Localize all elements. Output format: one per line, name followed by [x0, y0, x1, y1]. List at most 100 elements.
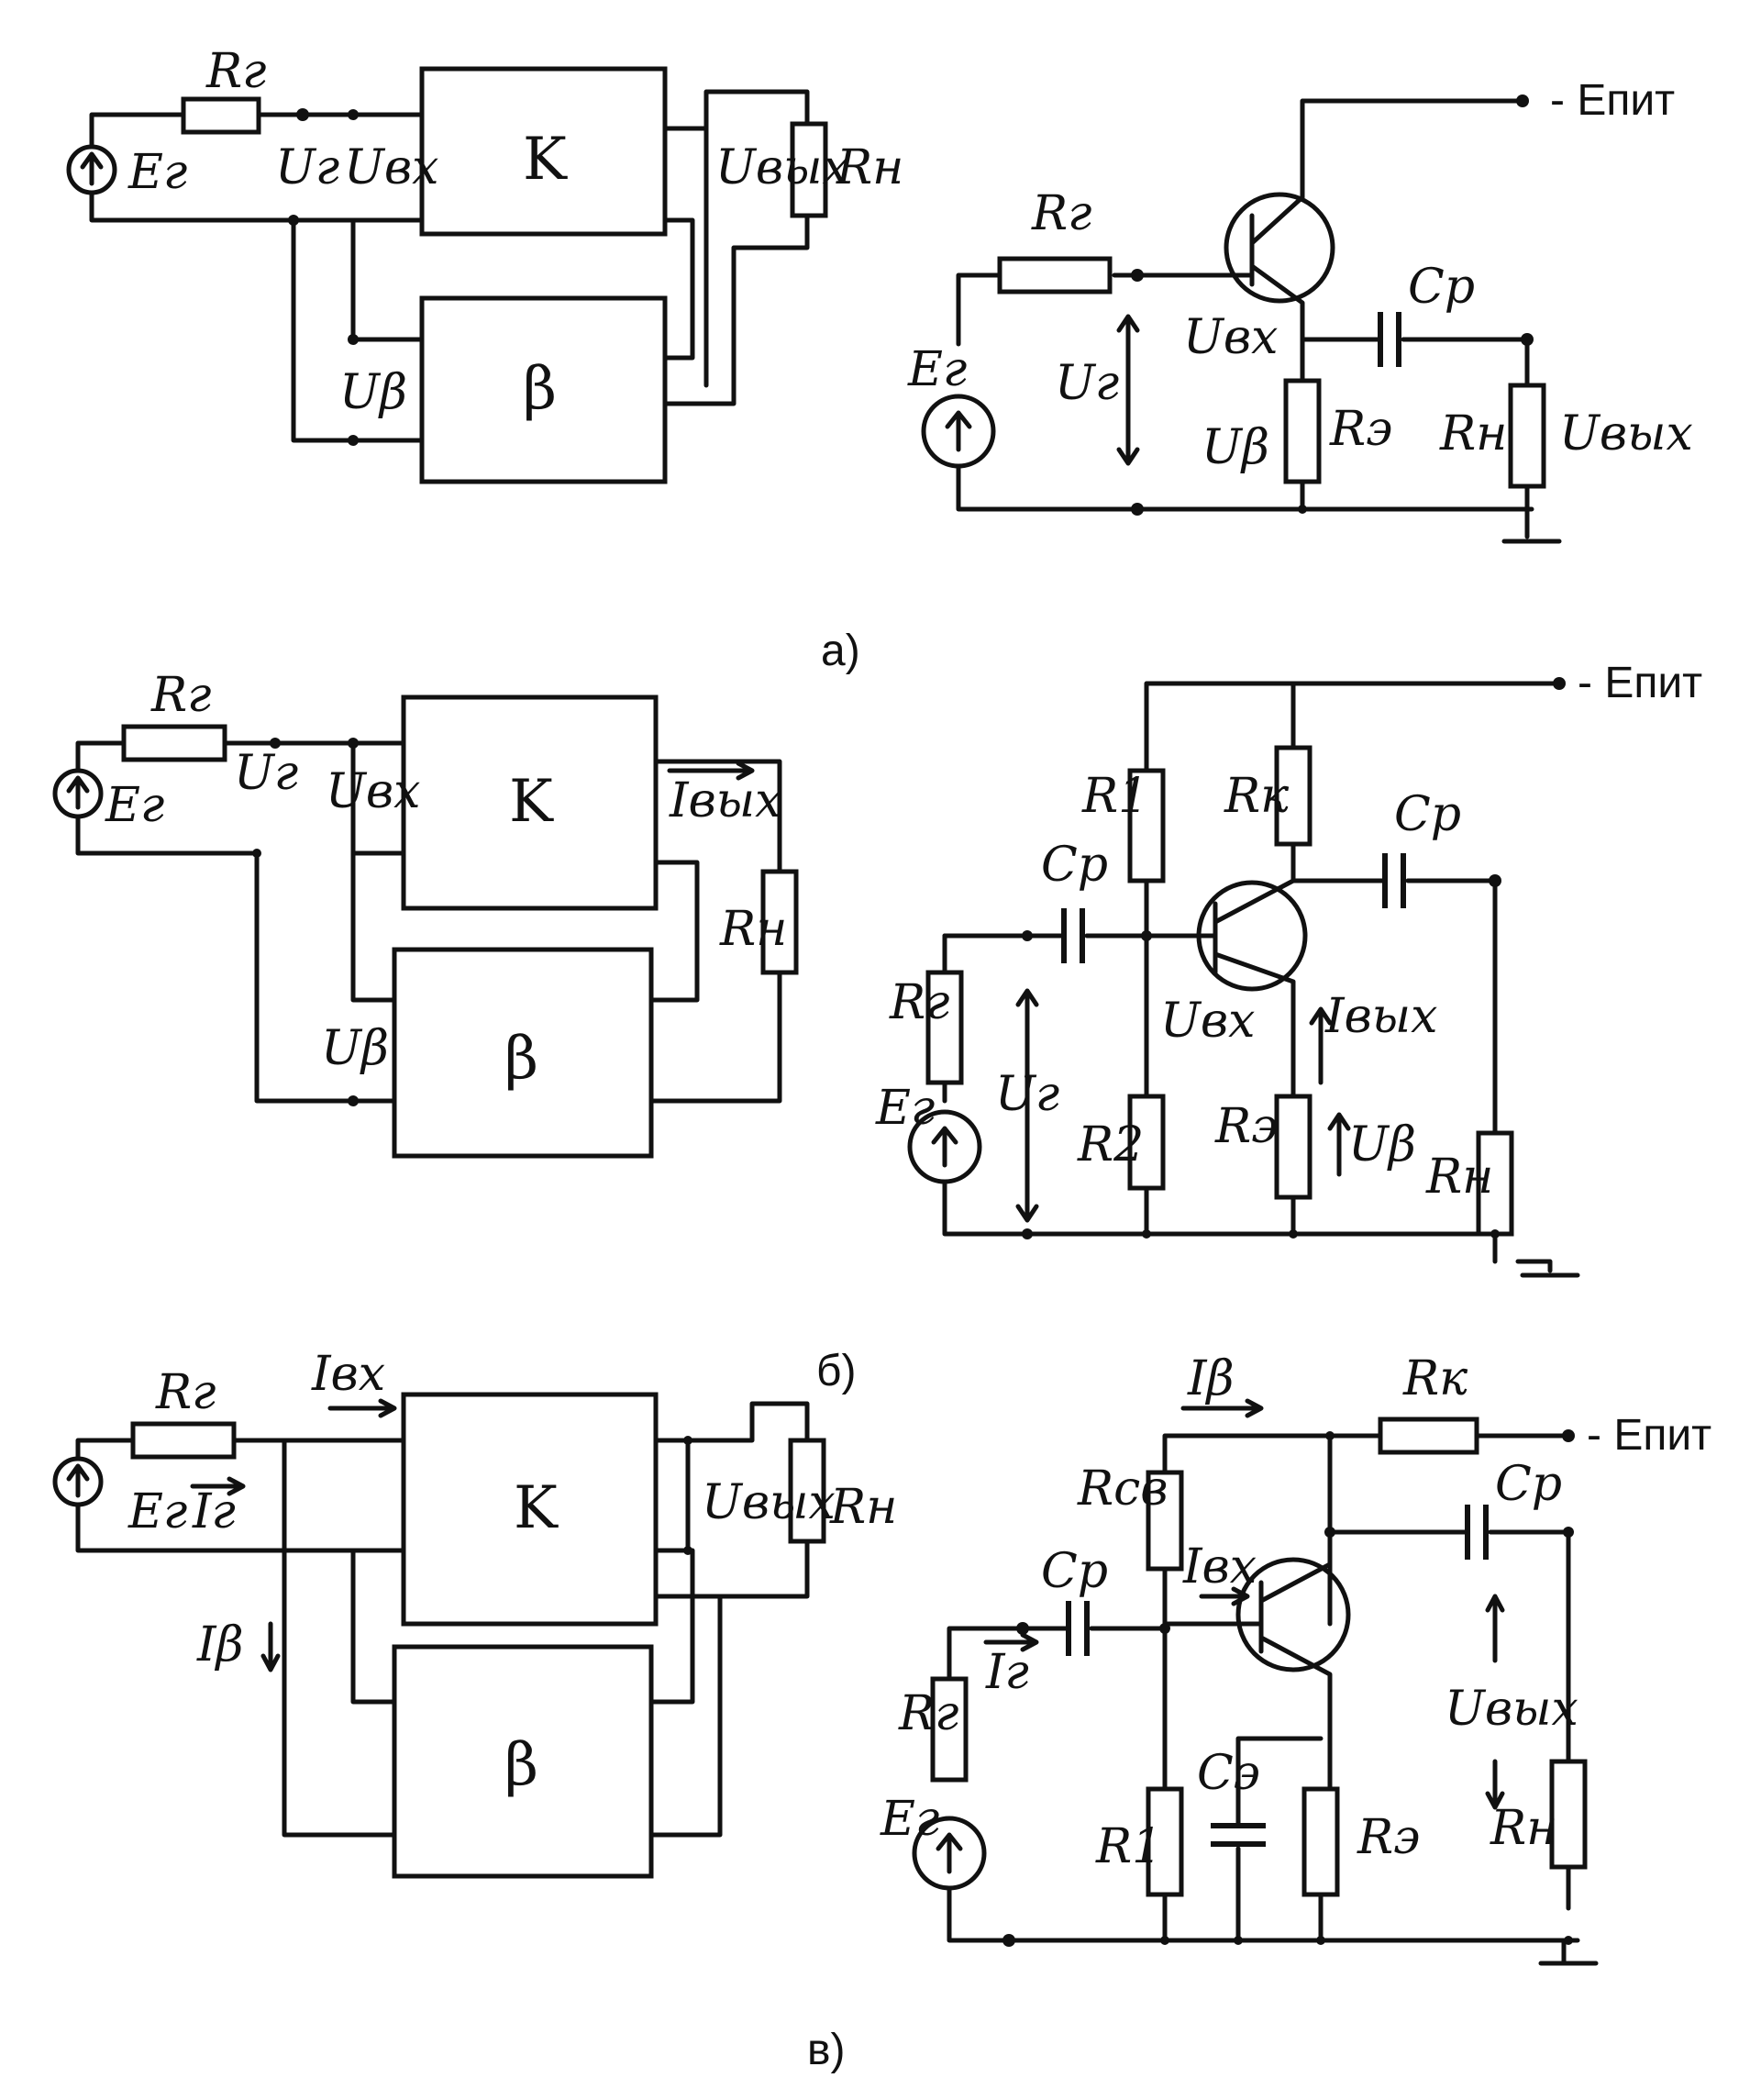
label-rg-a2: Rг	[1031, 186, 1091, 241]
label-epit-c: - Eпит	[1587, 1411, 1711, 1460]
label-ug-a2: Uг	[1055, 356, 1119, 411]
label-uvyx-c: Uвых	[702, 1475, 836, 1530]
label-ig-c2: Iг	[985, 1645, 1029, 1700]
label-re-c: Rэ	[1357, 1810, 1420, 1865]
resistor-rn-a	[790, 121, 828, 218]
label-beta-a: β	[523, 355, 557, 423]
label-re-b: Rэ	[1214, 1099, 1278, 1154]
label-r1-b: R1	[1081, 769, 1148, 824]
label-eg-b2: Eг	[875, 1081, 935, 1136]
resistor-rg-b	[121, 724, 227, 762]
label-uvx-a2: Uвх	[1183, 310, 1278, 365]
label-r2-b: R2	[1077, 1117, 1144, 1172]
block-beta-c	[392, 1644, 654, 1879]
label-beta-c: β	[504, 1731, 538, 1799]
label-ce-c: Cэ	[1197, 1746, 1260, 1801]
label-cp-b: Cр	[1041, 838, 1108, 893]
label-rsv-c: Rсв	[1077, 1461, 1169, 1517]
label-ub-b2: Uβ	[1348, 1117, 1416, 1172]
resistor-rg-a	[181, 96, 261, 135]
panel-a-block-diagram: Rг Eг Uг Uвх Uвых Rн Uβ K β	[66, 44, 903, 484]
label-ub-a: Uβ	[339, 365, 407, 420]
label-epit-a: - Eпит	[1550, 76, 1675, 125]
caption-v: в)	[807, 2026, 845, 2074]
label-ivx-c: Iвх	[311, 1347, 385, 1402]
label-rg-b2: Rг	[889, 975, 949, 1030]
resistor-rn-a-circuit	[1508, 383, 1546, 489]
resistor-re-a	[1283, 378, 1322, 484]
label-eg-b: Eг	[105, 778, 164, 833]
resistor-re-c	[1301, 1786, 1340, 1897]
transistor-a	[1224, 192, 1335, 304]
label-ub-a2: Uβ	[1202, 420, 1269, 475]
label-rg-b: Rг	[150, 668, 211, 723]
label-eg-a2: Eг	[907, 342, 967, 397]
resistor-rg-b-circuit	[925, 970, 964, 1085]
label-k-c: K	[514, 1474, 559, 1542]
block-k-b	[401, 694, 659, 911]
panel-c-circuit: - Eпит Iβ Rк Rсв Iвх Cр Cр Iг Rг Eг Uвых…	[880, 1351, 1711, 1966]
label-k-b: K	[509, 768, 554, 836]
label-k-a: K	[523, 126, 568, 194]
label-rn-b: Rн	[719, 902, 787, 957]
block-beta-a	[419, 295, 668, 484]
label-rg-a: Rг	[205, 44, 266, 99]
label-uvx-b2: Uвх	[1160, 994, 1255, 1049]
resistor-rn-c-circuit	[1549, 1759, 1588, 1870]
label-ivx-c2: Iвх	[1182, 1539, 1257, 1594]
label-ub-b: Uβ	[321, 1021, 389, 1076]
transistor-c	[1235, 1557, 1351, 1672]
resistor-re-b	[1274, 1094, 1312, 1200]
caption-a: а)	[821, 627, 860, 675]
label-eg-c2: Eг	[880, 1792, 939, 1847]
caption-b: б)	[816, 1347, 856, 1395]
resistor-rg-a-circuit	[997, 256, 1113, 294]
label-ug-b: Uг	[234, 746, 298, 801]
resistor-rsv-c	[1146, 1470, 1184, 1572]
label-r1-c: R1	[1095, 1819, 1162, 1874]
label-ib-c2: Iβ	[1187, 1351, 1235, 1406]
label-uvyx-a: Uвых	[715, 140, 849, 195]
block-k-a	[419, 66, 668, 237]
panel-b-circuit: - Eпит R1 Rк Cр Cр Rг Eг Uг Uвх Iвых R2 …	[875, 659, 1702, 1278]
resistor-rn-b	[760, 869, 799, 975]
label-uvx-a: Uвх	[344, 140, 438, 195]
label-uvyx-c2: Uвых	[1445, 1682, 1578, 1737]
label-beta-b: β	[504, 1025, 538, 1093]
label-rn-b2: Rн	[1425, 1150, 1493, 1205]
resistor-rg-c-circuit	[930, 1676, 969, 1783]
label-ug-b2: Uг	[995, 1067, 1059, 1122]
label-uvyx-a2: Uвых	[1559, 406, 1693, 461]
label-rk-b: Rк	[1224, 769, 1290, 824]
panel-b-block-diagram: Rг Eг Uг Uвх Iвых Rн Uβ K β	[52, 668, 799, 1159]
label-cp-c2: Cр	[1495, 1457, 1562, 1512]
label-rn-a: Rн	[836, 140, 903, 195]
label-eg-c: Eг	[127, 1484, 187, 1539]
label-ib-c: Iβ	[196, 1617, 244, 1672]
block-beta-b	[392, 947, 654, 1159]
block-k-c	[401, 1392, 659, 1627]
label-uvx-b: Uвх	[326, 764, 420, 819]
label-epit-b: - Eпит	[1578, 659, 1702, 707]
label-cp-c: Cр	[1041, 1544, 1108, 1599]
panel-a-circuit: - Eпит Rг Eг Uг Uвх Uβ Rэ Cр Rн Uвых	[907, 76, 1693, 544]
resistor-rk-b	[1274, 745, 1312, 847]
label-rn-c2: Rн	[1490, 1801, 1557, 1856]
label-cp-b2: Cр	[1394, 787, 1461, 842]
label-rg-c: Rг	[155, 1365, 216, 1420]
label-rk-c: Rк	[1402, 1351, 1468, 1406]
label-cp-a: Cр	[1408, 260, 1475, 315]
label-rg-c2: Rг	[898, 1686, 958, 1741]
resistor-rk-c	[1378, 1417, 1479, 1455]
label-ivyx-b2: Iвых	[1324, 989, 1437, 1044]
label-ivyx-b: Iвых	[669, 773, 781, 828]
label-rn-a2: Rн	[1439, 406, 1507, 461]
label-ug-a: Uг	[275, 140, 339, 195]
panel-c-block-diagram: Rг Iвх Eг Iг Iβ Uвых Rн K β	[52, 1347, 897, 1879]
label-rn-c: Rн	[829, 1480, 897, 1535]
label-re-a: Rэ	[1329, 402, 1392, 457]
label-eg-a: Eг	[127, 145, 187, 200]
resistor-rg-c	[130, 1421, 237, 1460]
resistor-rn-c	[788, 1438, 826, 1544]
